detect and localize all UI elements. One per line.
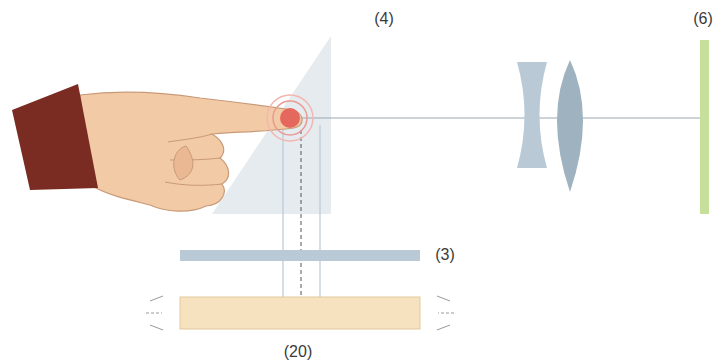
touch-point [280, 108, 300, 128]
light-rays [146, 296, 454, 330]
light-path [282, 125, 283, 297]
callout-number: (6) [693, 11, 713, 27]
sleeve-cuff [12, 84, 98, 190]
light-path [319, 125, 320, 297]
light-source [180, 297, 420, 329]
callout-number: (3) [435, 247, 455, 263]
convex-lens [557, 60, 583, 192]
image-sensor [700, 40, 709, 214]
concave-lens [517, 62, 547, 168]
touch-ring [273, 101, 307, 135]
hand [12, 84, 302, 211]
callout-number: (20) [284, 344, 312, 360]
touch-ring [267, 95, 313, 141]
optical-axis [301, 130, 302, 297]
optical-axis [290, 117, 700, 118]
callout-number: (4) [374, 11, 394, 27]
cover-plate [180, 250, 420, 261]
